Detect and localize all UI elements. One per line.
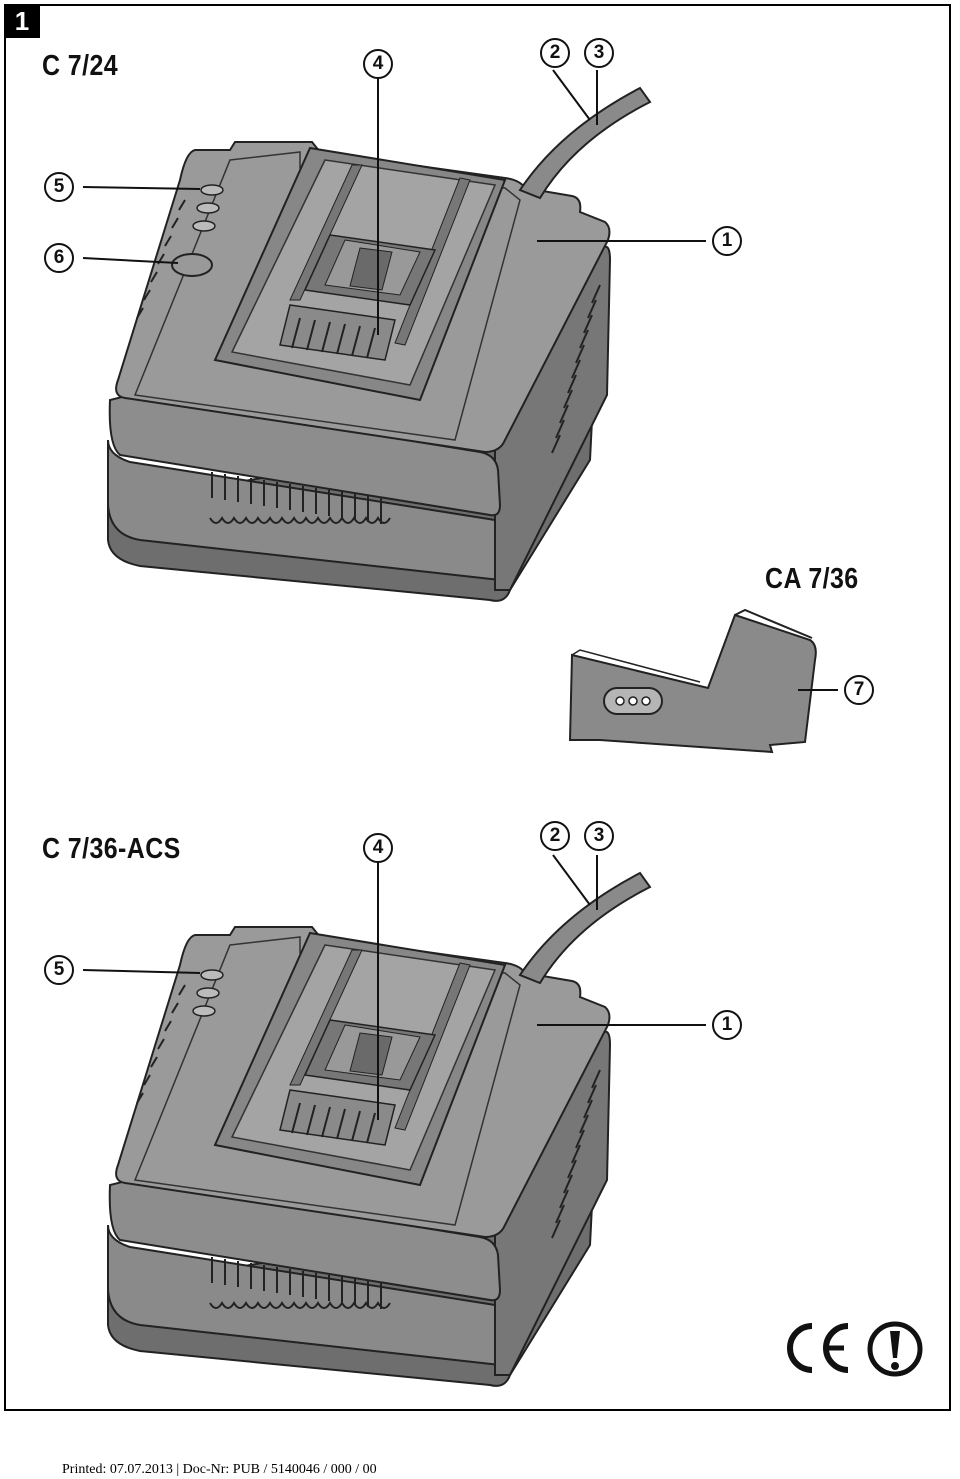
callout-7-adapter: 7 [844, 675, 874, 705]
callout-4-top: 4 [363, 49, 393, 79]
model-label-ca736: CA 7/36 [765, 563, 859, 595]
model-label-c724: C 7/24 [42, 50, 119, 82]
callout-2-top: 2 [540, 38, 570, 68]
figure-frame [4, 4, 951, 1411]
callout-5-top: 5 [44, 172, 74, 202]
figure-number: 1 [4, 4, 40, 38]
callout-1-bottom: 1 [712, 1010, 742, 1040]
ce-mark-icon [787, 1323, 849, 1373]
callout-3-bottom: 3 [584, 821, 614, 851]
callout-6-top: 6 [44, 243, 74, 273]
adapter-shape [568, 608, 817, 754]
callout-5-bottom: 5 [44, 955, 74, 985]
callout-1-top: 1 [712, 226, 742, 256]
callout-4-bottom: 4 [363, 833, 393, 863]
callout-3-top: 3 [584, 38, 614, 68]
print-footer: Printed: 07.07.2013 | Doc-Nr: PUB / 5140… [62, 1462, 377, 1477]
charge-button-shape [171, 253, 213, 277]
model-label-c736-acs: C 7/36-ACS [42, 833, 181, 865]
callout-2-bottom: 2 [540, 821, 570, 851]
warning-icon [867, 1321, 923, 1377]
